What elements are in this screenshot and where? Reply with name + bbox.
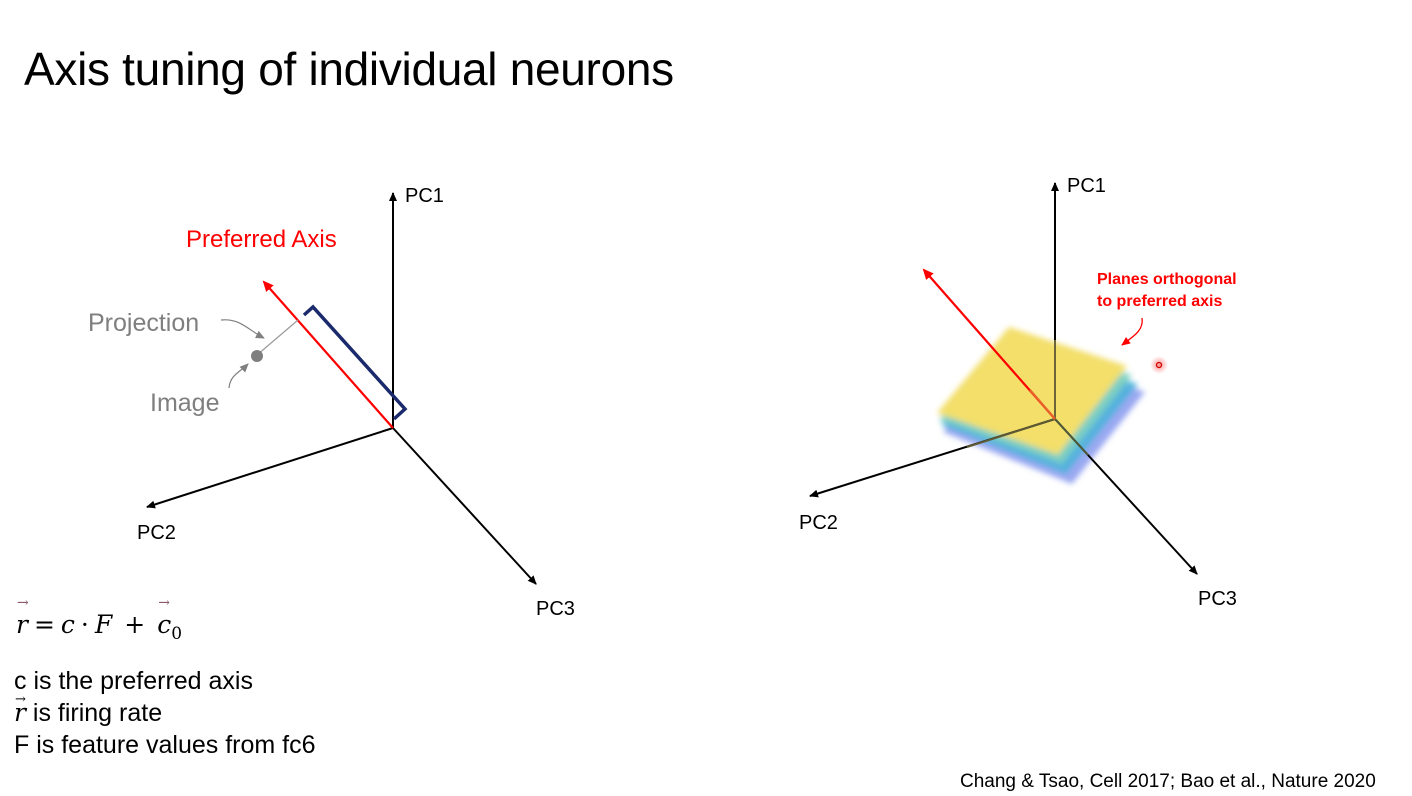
planes-label-line2: to preferred axis [1097, 293, 1223, 310]
image-point [251, 350, 263, 362]
planes-orthogonal-label: Planes orthogonal to preferred axis [1097, 269, 1237, 313]
note-r-symbol: r [14, 684, 26, 729]
left-pc3-label: PC3 [536, 598, 575, 620]
preferred-axis-arrow [262, 280, 394, 429]
note-r-definition: r is firing rate [14, 684, 316, 729]
right-diagram [809, 182, 1198, 575]
projection-line [256, 319, 299, 356]
right-angle-bracket [302, 304, 408, 421]
right-pc3-axis-under-plane [1054, 418, 1089, 456]
formula-c: c [60, 610, 75, 639]
image-pointer-arrow [228, 363, 249, 389]
note-c-definition: c is the preferred axis [14, 667, 253, 695]
projection-label: Projection [88, 309, 200, 337]
right-preferred-axis-under-plane [1029, 389, 1056, 420]
right-pc1-label: PC1 [1067, 175, 1106, 197]
planes-pointer-arrow [1121, 317, 1143, 346]
formula-c0-vector: c [157, 595, 171, 639]
image-label: Image [150, 389, 220, 417]
orthogonal-planes [937, 327, 1145, 484]
right-pc3-label: PC3 [1198, 588, 1237, 610]
firing-rate-formula: r=c·F+c0 [16, 595, 183, 644]
mouse-cursor-indicator [1150, 356, 1168, 374]
formula-r-vector: r [16, 595, 29, 639]
left-pc3-axis [392, 427, 537, 585]
right-pc2-axis-under-plane [966, 418, 1056, 448]
left-pc1-label: PC1 [405, 185, 444, 207]
left-diagram [146, 192, 537, 585]
formula-notes: c is the preferred axis r is firing rate… [14, 665, 316, 761]
planes-label-line1: Planes orthogonal [1097, 271, 1237, 288]
formula-F: F [94, 610, 113, 639]
preferred-axis-label: Preferred Axis [186, 226, 337, 253]
citation: Chang & Tsao, Cell 2017; Bao et al., Nat… [960, 771, 1376, 792]
formula-dot: · [80, 610, 89, 639]
formula-plus: + [124, 610, 146, 639]
formula-equals: = [33, 610, 55, 639]
note-r-text: is firing rate [25, 699, 163, 727]
right-pc2-label: PC2 [799, 512, 838, 534]
left-pc2-label: PC2 [137, 522, 176, 544]
left-pc2-axis [146, 427, 394, 509]
projection-pointer-arrow [220, 319, 265, 339]
formula-c0-subscript: 0 [171, 624, 183, 644]
note-F-definition: F is feature values from fc6 [14, 731, 316, 759]
slide-title: Axis tuning of individual neurons [24, 43, 674, 95]
